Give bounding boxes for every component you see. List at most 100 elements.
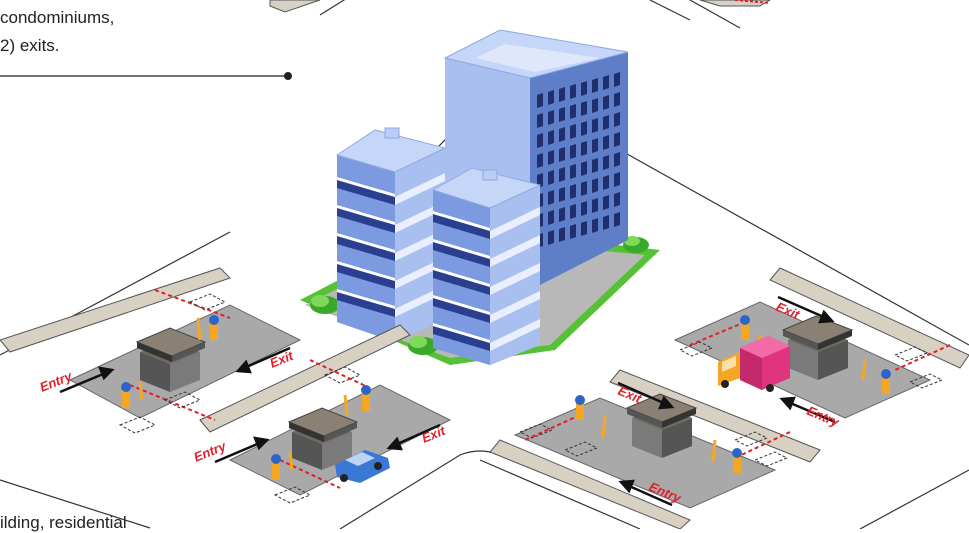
barrier-gate [861, 359, 891, 394]
window-icon [581, 161, 587, 176]
right-parking-area: Exit Entry Exit Entry [489, 267, 969, 529]
side-band [395, 257, 445, 289]
left-building [335, 127, 447, 342]
window-icon [603, 195, 609, 210]
window-icon [592, 78, 598, 93]
side-band [490, 291, 540, 323]
window-icon [537, 93, 543, 108]
window-icon [581, 201, 587, 216]
window-icon [537, 133, 543, 148]
front-building-bands [433, 207, 540, 351]
side-band [490, 207, 540, 239]
window-icon [559, 167, 565, 182]
balcony-band [433, 239, 490, 259]
window-icon [570, 124, 576, 139]
window-icon [603, 175, 609, 190]
window-icon [581, 101, 587, 116]
car [335, 450, 390, 483]
window-icon [570, 144, 576, 159]
window-icon [570, 84, 576, 99]
window-icon [581, 181, 587, 196]
window-band [433, 270, 490, 295]
window-icon [548, 210, 554, 225]
window-icon [559, 87, 565, 102]
caption-line-1: condominiums, [0, 8, 115, 27]
balcony-band [433, 295, 490, 315]
window-icon [614, 112, 620, 127]
caption-line-2: 2) exits. [0, 36, 60, 55]
window-icon [537, 113, 543, 128]
window-icon [614, 152, 620, 167]
window-icon [603, 95, 609, 110]
window-icon [603, 215, 609, 230]
entry-label: Entry [192, 438, 229, 465]
bush [310, 295, 340, 314]
window-icon [592, 218, 598, 233]
window-icon [603, 135, 609, 150]
left-building-bands [337, 173, 445, 317]
balcony-band [337, 177, 395, 197]
window-icon [559, 107, 565, 122]
caption-bottom: ilding, residential [0, 513, 127, 532]
balcony-band [337, 233, 395, 253]
building-complex [300, 29, 660, 365]
window-icon [614, 72, 620, 87]
window-icon [603, 155, 609, 170]
window-band [337, 292, 395, 317]
barrier-gate [343, 385, 371, 416]
side-band [490, 319, 540, 351]
parking-booth [781, 315, 854, 380]
window-icon [537, 153, 543, 168]
window-icon [581, 141, 587, 156]
window-icon [548, 170, 554, 185]
window-icon [548, 190, 554, 205]
window-icon [592, 198, 598, 213]
direction-arrows [59, 346, 441, 464]
window-icon [559, 227, 565, 242]
window-icon [559, 147, 565, 162]
window-icon [592, 158, 598, 173]
side-band [395, 201, 445, 233]
window-icon [592, 118, 598, 133]
window-icon [548, 110, 554, 125]
barrier-gate [575, 395, 607, 439]
barrier-gate [121, 381, 144, 408]
window-icon [614, 132, 620, 147]
side-band [395, 285, 445, 317]
window-icon [548, 230, 554, 245]
window-band [433, 214, 490, 239]
window-icon [581, 121, 587, 136]
parking-booth [625, 393, 698, 458]
balcony-band [337, 205, 395, 225]
window-icon [592, 98, 598, 113]
side-band [490, 263, 540, 295]
window-icon [581, 81, 587, 96]
window-band [433, 242, 490, 267]
window-band [433, 298, 490, 323]
barrier-gate [711, 439, 742, 473]
window-icon [559, 187, 565, 202]
window-icon [614, 92, 620, 107]
window-icon [570, 204, 576, 219]
window-icon [559, 127, 565, 142]
window-icon [614, 212, 620, 227]
window-icon [614, 172, 620, 187]
window-icon [570, 184, 576, 199]
window-icon [592, 138, 598, 153]
window-icon [548, 130, 554, 145]
window-icon [570, 164, 576, 179]
window-icon [603, 75, 609, 90]
window-icon [570, 224, 576, 239]
side-band [490, 235, 540, 267]
balcony-band [433, 211, 490, 231]
window-icon [570, 104, 576, 119]
balcony-band [433, 267, 490, 287]
entry-label: Entry [38, 368, 75, 395]
window-icon [548, 90, 554, 105]
direction-arrows [617, 295, 836, 507]
side-band [395, 173, 445, 205]
barrier-gate [271, 451, 294, 480]
callout-leader [0, 72, 292, 80]
window-band [337, 180, 395, 205]
